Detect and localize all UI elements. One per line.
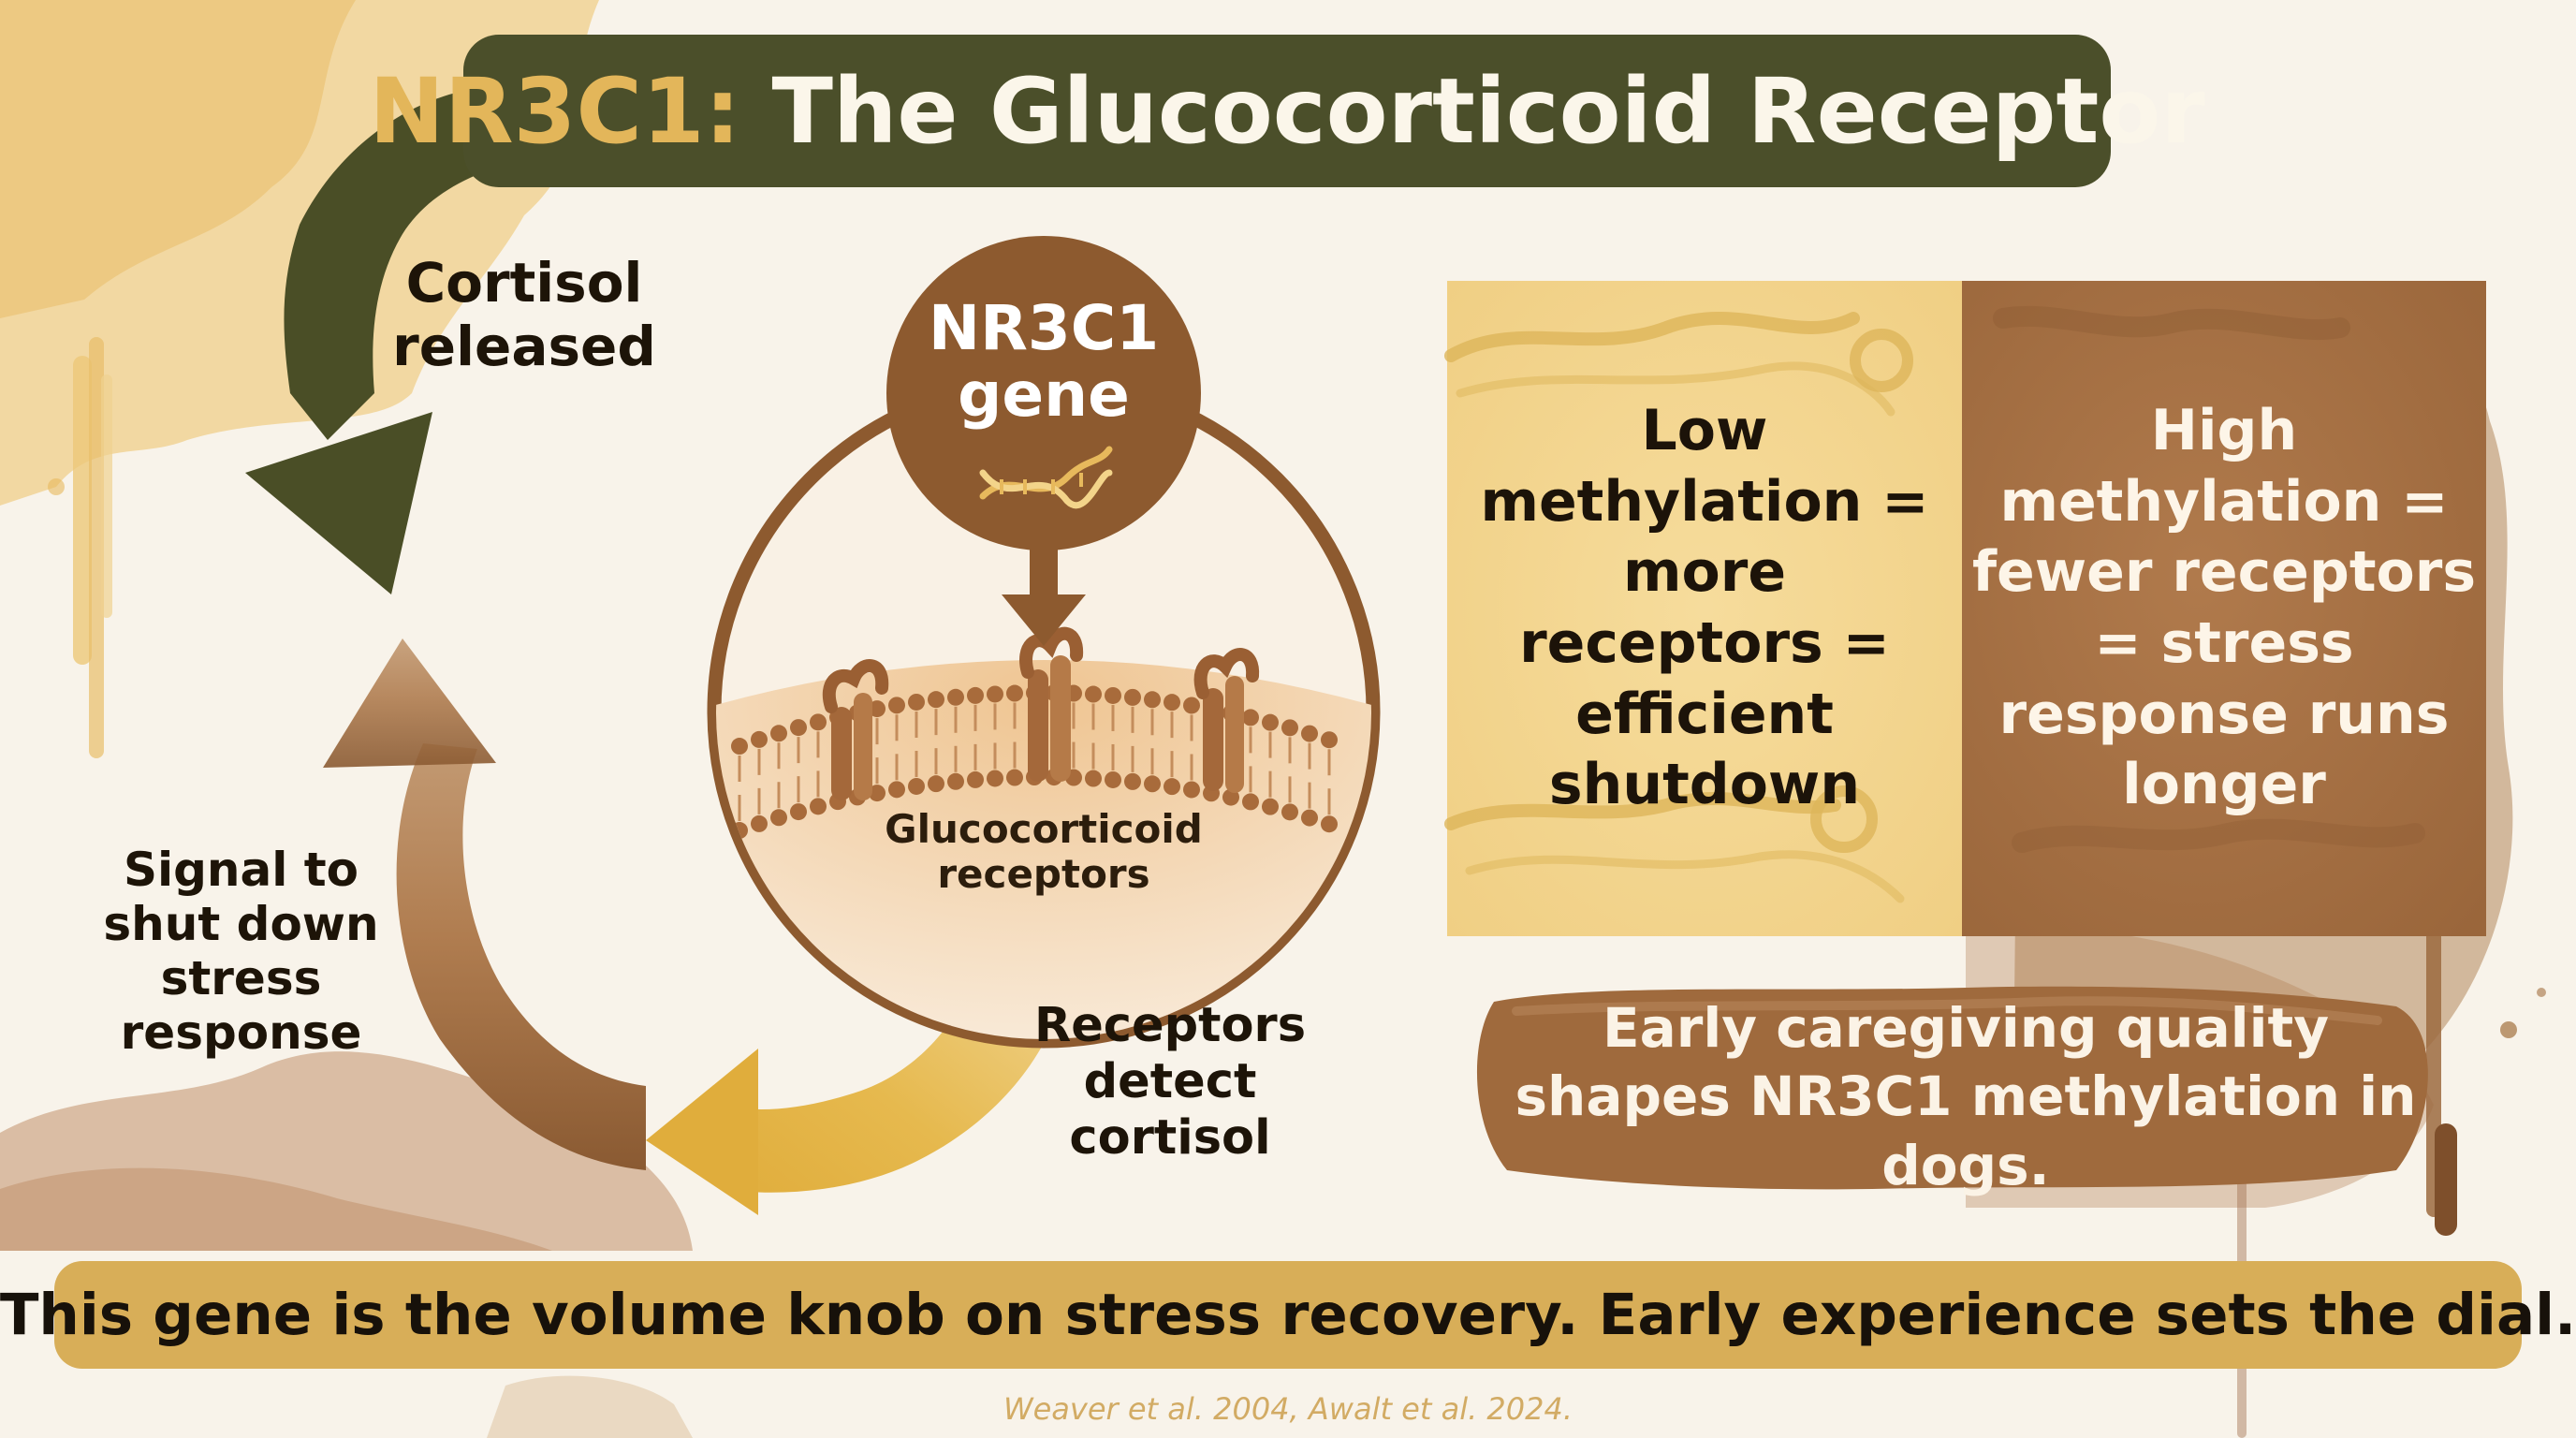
lipid-head [1006, 684, 1023, 702]
lipid-head [1164, 694, 1180, 712]
lipid-head [947, 688, 964, 706]
lipid-head [928, 691, 944, 709]
lipid-head [810, 798, 827, 815]
lipid-head [1144, 775, 1161, 793]
nr3c1-gene-node [886, 236, 1201, 550]
lipid-head [770, 809, 787, 827]
lipid-head [810, 713, 827, 731]
lipid-head [1124, 772, 1141, 790]
lipid-head [1321, 815, 1338, 833]
down-arrow-icon [1002, 538, 1086, 646]
lipid-head [1301, 809, 1318, 827]
dna-icon [979, 446, 1113, 509]
lipid-head [1183, 781, 1200, 799]
lipid-head [1105, 686, 1121, 704]
lipid-head [1144, 691, 1161, 709]
lipid-head [967, 770, 984, 788]
lipid-head [888, 781, 905, 799]
lipid-head [987, 770, 1003, 787]
signal-shutdown-arrow [323, 638, 646, 1170]
lipid-head [888, 697, 905, 714]
receptor-proteins [822, 626, 1260, 800]
gene-label: NR3C1 gene [928, 292, 1160, 432]
lipid-head [770, 725, 787, 742]
lipid-head [928, 775, 944, 793]
lipid-head [1164, 778, 1180, 796]
lipid-head [1183, 697, 1200, 714]
receptor-protein [1019, 626, 1084, 782]
lipid-head [1105, 770, 1121, 788]
title-prefix: NR3C1: [369, 58, 741, 164]
signal-shutdown-label: Signal to shut down stress response [103, 843, 379, 1060]
lipid-head [1281, 803, 1298, 821]
lipid-head [751, 730, 768, 748]
lipid-head [908, 777, 925, 795]
lipid-head [987, 685, 1003, 703]
high-methylation-panel [1962, 281, 2486, 936]
lipid-head [1321, 731, 1338, 749]
citation: Weaver et al. 2004, Awalt et al. 2024. [1003, 1391, 1573, 1427]
lipid-head [790, 719, 807, 737]
lipid-head [869, 785, 886, 802]
receptor-protein [822, 659, 889, 800]
cortisol-released-label: Cortisol released [392, 251, 656, 379]
lipid-head [1085, 770, 1102, 787]
membrane-label: Glucocorticoid receptors [885, 806, 1203, 898]
lipid-head [1124, 688, 1141, 706]
lipid-head [790, 803, 807, 821]
lipid-head [1085, 685, 1102, 703]
high-methylation-text: High methylation = fewer receptors = str… [1971, 398, 2477, 818]
high-methylation-text-box: High methylation = fewer receptors = str… [1962, 281, 2486, 936]
lipid-head [947, 772, 964, 790]
lipid-head [1242, 793, 1259, 811]
lipid-head [751, 814, 768, 832]
cortisol-released-arrow [245, 90, 524, 594]
low-methylation-text-box: Low methylation = more receptors = effic… [1447, 281, 1962, 936]
lipid-head [1281, 719, 1298, 737]
lipid-head [1222, 788, 1239, 806]
caregiving-brush-stroke [1476, 986, 2428, 1190]
lipid-head [967, 686, 984, 704]
lipid-head [1262, 713, 1279, 731]
title-bar: NR3C1: The Glucocorticoid Receptor [369, 35, 2205, 187]
lipid-head [1262, 798, 1279, 815]
caregiving-note: Early caregiving quality shapes NR3C1 me… [1515, 995, 2417, 1197]
lipid-head [1301, 725, 1318, 742]
low-methylation-text: Low methylation = more receptors = effic… [1480, 398, 1929, 818]
lipid-head [1006, 769, 1023, 786]
receptor-protein [1193, 648, 1260, 793]
bottom-banner: This gene is the volume knob on stress r… [0, 1261, 2576, 1369]
title-main: The Glucocorticoid Receptor [771, 58, 2205, 164]
lipid-head [1242, 709, 1259, 726]
lipid-head [908, 693, 925, 711]
low-methylation-panel [1444, 281, 1962, 936]
lipid-head [869, 700, 886, 718]
receptors-detect-label: Receptors detect cortisol [1033, 998, 1307, 1167]
lipid-head [731, 738, 748, 756]
